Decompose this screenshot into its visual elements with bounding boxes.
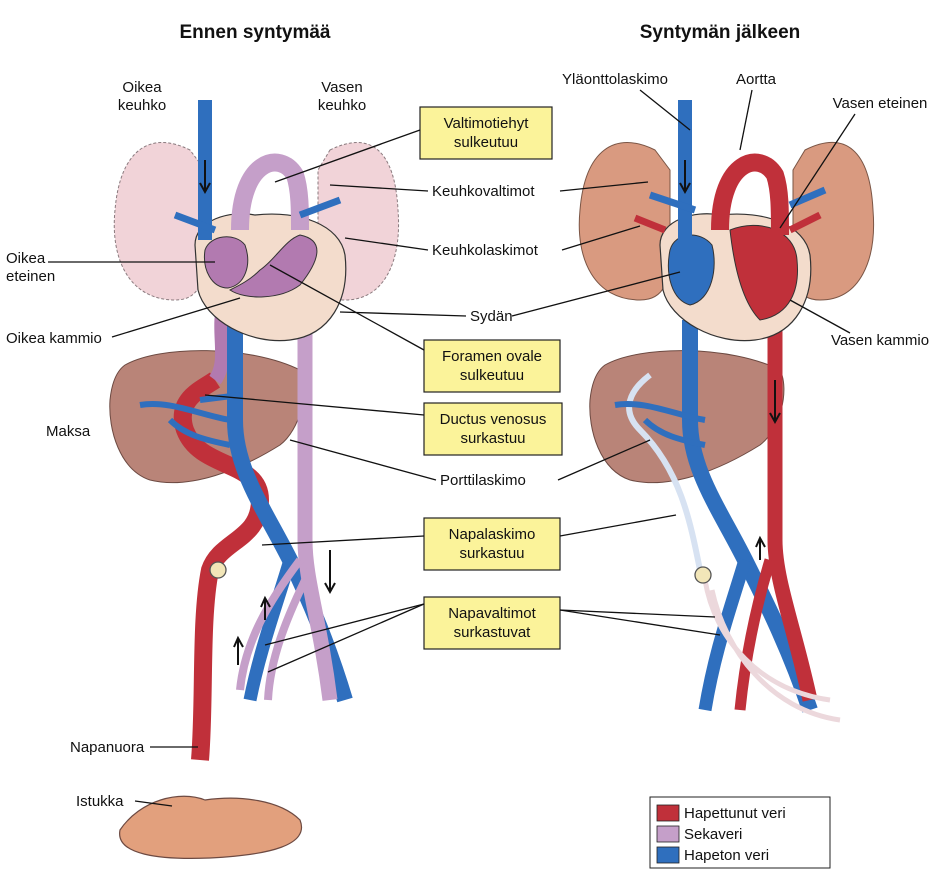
legend: Hapettunut veri Sekaveri Hapeton veri — [650, 797, 830, 868]
leader-left-ventricle — [790, 300, 850, 333]
flow-arrow-4 — [325, 550, 335, 592]
legend-label-oxygenated: Hapettunut veri — [684, 805, 786, 822]
placenta — [120, 796, 302, 858]
label-heart: Sydän — [470, 308, 513, 325]
label-right-ventricle: Oikea kammio — [6, 330, 102, 347]
callout-umbilical-vein-line1: Napalaskimo — [449, 526, 536, 543]
callout-ductus-venosus-line2: surkastuu — [460, 430, 525, 447]
label-right-lung-line2: keuhko — [118, 97, 166, 114]
callout-umbilical-arteries-line1: Napavaltimot — [448, 605, 536, 622]
right-lung-after — [579, 143, 670, 301]
legend-label-deoxygenated: Hapeton veri — [684, 847, 769, 864]
callout-umbilical-arteries-line2: surkastuvat — [454, 624, 532, 641]
callout-ductus-arteriosus: Valtimotiehyt sulkeutuu — [420, 107, 552, 159]
callout-foramen-ovale-line2: sulkeutuu — [460, 367, 524, 384]
callout-umbilical-vein-line2: surkastuu — [459, 545, 524, 562]
after-birth-figure — [579, 100, 873, 720]
label-left-atrium: Vasen eteinen — [833, 95, 928, 112]
label-right-lung-line1: Oikea — [122, 79, 162, 96]
callout-ductus-venosus-line1: Ductus venosus — [440, 411, 547, 428]
label-portal-vein: Porttilaskimo — [440, 472, 526, 489]
callout-ductus-venosus: Ductus venosus surkastuu — [424, 403, 562, 455]
heading-after-birth: Syntymän jälkeen — [640, 22, 801, 43]
umbilical-ring-before — [210, 562, 226, 578]
leader-aorta — [740, 90, 752, 150]
callout-foramen-ovale: Foramen ovale sulkeutuu — [424, 340, 560, 392]
label-superior-vena-cava: Yläonttolaskimo — [562, 71, 668, 88]
legend-swatch-oxygenated — [657, 805, 679, 821]
label-placenta: Istukka — [76, 793, 124, 810]
legend-swatch-mixed — [657, 826, 679, 842]
label-liver: Maksa — [46, 423, 91, 440]
callout-ductus-arteriosus-line1: Valtimotiehyt — [444, 115, 530, 132]
legend-swatch-deoxygenated — [657, 847, 679, 863]
label-left-ventricle: Vasen kammio — [831, 332, 929, 349]
heading-before-birth: Ennen syntymää — [180, 22, 331, 43]
label-pulmonary-veins: Keuhkolaskimot — [432, 242, 539, 259]
callout-umbilical-vein: Napalaskimo surkastuu — [424, 518, 560, 570]
label-left-lung-line1: Vasen — [321, 79, 362, 96]
before-birth-figure — [110, 100, 399, 858]
callout-umbilical-arteries: Napavaltimot surkastuvat — [424, 597, 560, 649]
label-left-lung-line2: keuhko — [318, 97, 366, 114]
label-umbilical-cord: Napanuora — [70, 739, 145, 756]
leader-umbilical-vein-right — [560, 515, 676, 536]
label-aorta: Aortta — [736, 71, 777, 88]
callout-foramen-ovale-line1: Foramen ovale — [442, 348, 542, 365]
label-pulmonary-arteries: Keuhkovaltimot — [432, 183, 535, 200]
descending-aorta-before — [305, 320, 330, 700]
callout-ductus-arteriosus-line2: sulkeutuu — [454, 134, 518, 151]
label-right-atrium-line2: eteinen — [6, 268, 55, 285]
flow-arrow-7 — [756, 538, 765, 560]
label-right-atrium-line1: Oikea — [6, 250, 46, 267]
legend-label-mixed: Sekaveri — [684, 826, 742, 843]
umbilical-ring-after — [695, 567, 711, 583]
